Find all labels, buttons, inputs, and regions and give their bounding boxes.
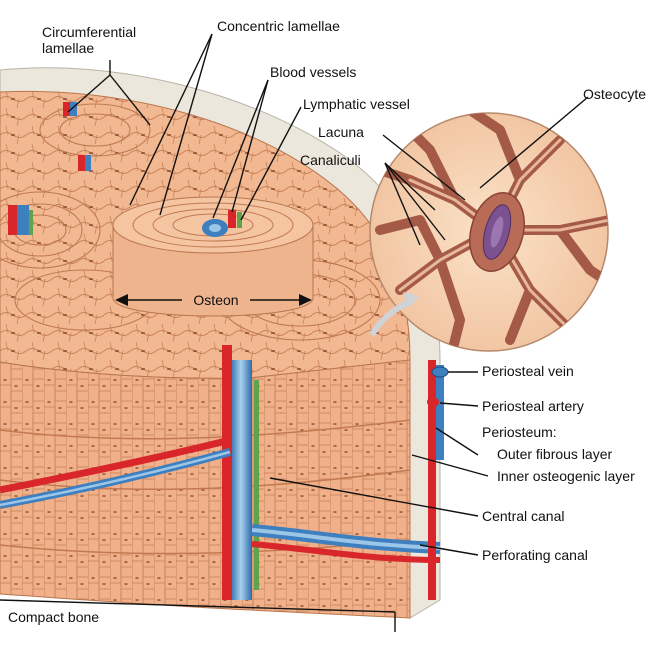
perforating-canal-label: Perforating canal [482,547,588,563]
periosteal-vessels [427,360,449,600]
blood-vessels-label: Blood vessels [270,64,356,80]
circumferential-lamellae-label-line1: Circumferential [42,24,136,40]
canaliculi-label: Canaliculi [300,152,361,168]
circumferential-lamellae-label-line2: lamellae [42,40,94,56]
central-canal-vessels [0,345,441,600]
lymphatic-vessel-label: Lymphatic vessel [303,96,410,112]
leader-lines [0,33,589,632]
compact-bone-label: Compact bone [8,609,99,625]
bone-block [0,67,441,619]
osteon-label: Osteon [193,292,238,308]
surface-vessels [8,102,91,235]
labels: Circumferential lamellae Concentric lame… [8,18,646,625]
lacuna-label: Lacuna [318,124,364,140]
inner-osteogenic-layer-label: Inner osteogenic layer [497,468,635,484]
concentric-lamellae-label: Concentric lamellae [217,18,340,34]
periosteal-vein-label: Periosteal vein [482,363,574,379]
osteocyte-label: Osteocyte [583,86,646,102]
periosteum-label: Periosteum: [482,424,557,440]
osteon-cylinder: Osteon [112,196,314,317]
periosteal-artery-label: Periosteal artery [482,398,584,414]
outer-fibrous-layer-label: Outer fibrous layer [497,446,612,462]
central-canal-label: Central canal [482,508,565,524]
